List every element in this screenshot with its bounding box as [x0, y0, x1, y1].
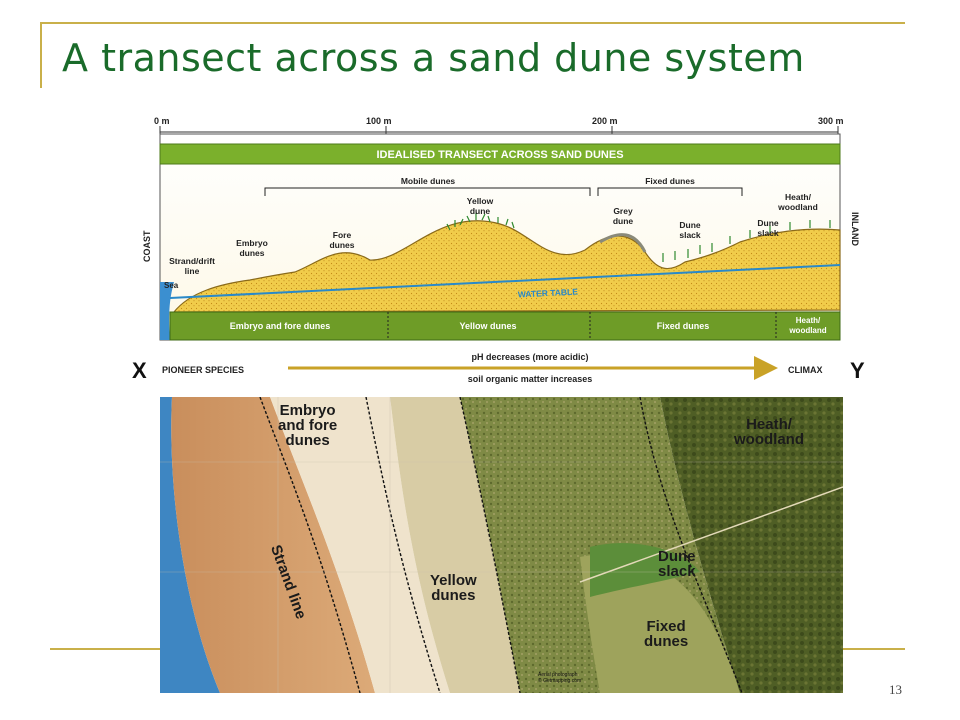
water-table-label: WATER TABLE — [518, 287, 579, 300]
photo-slack-label: Dune slack — [658, 549, 696, 579]
organic-label: soil organic matter increases — [468, 374, 593, 384]
strand-label-2: line — [185, 266, 200, 276]
tick-100m: 100 m — [366, 116, 392, 126]
fixed-dunes-label: Fixed dunes — [645, 176, 695, 186]
zone-embryo: Embryo and fore dunes — [230, 321, 331, 331]
heath-label-1: Heath/ — [785, 192, 812, 202]
mobile-dunes-label: Mobile dunes — [401, 176, 456, 186]
slack2-label-2: slack — [757, 228, 779, 238]
tick-200m: 200 m — [592, 116, 618, 126]
zone-heath-2: woodland — [788, 326, 826, 335]
photo-credit-line-1: Aerial photograph — [538, 672, 578, 678]
photo-fixed-label: Fixed dunes — [644, 619, 688, 649]
header-bar — [159, 143, 841, 165]
zone-yellow: Yellow dunes — [459, 321, 516, 331]
photo-yellow-label: Yellow dunes — [430, 573, 477, 603]
photo-fixed-line-2: dunes — [644, 633, 689, 650]
sea-label: Sea — [164, 281, 179, 290]
photo-yellow-zone — [390, 397, 520, 693]
y-marker: Y — [850, 358, 865, 383]
strand-label-1: Strand/drift — [169, 256, 215, 266]
left-rule — [40, 22, 42, 88]
photo-yellow-line-1: Yellow — [430, 572, 477, 589]
zone-bar — [169, 311, 841, 341]
photo-embryo-zone — [270, 397, 450, 693]
slide-number: 13 — [889, 682, 902, 697]
photo-sea — [160, 397, 220, 693]
bottom-rule-left — [50, 648, 160, 650]
distance-scale: 0 m 100 m 200 m 300 m — [154, 116, 844, 134]
photo-heath-line-1: Heath/ — [746, 416, 792, 433]
photo-credit: Aerial photograph © Getmapping.com — [538, 672, 582, 684]
water-table-line — [169, 264, 841, 299]
aerial-photo: Embryo and fore dunes Strand line Yellow… — [160, 397, 843, 693]
yellow-label-1: Yellow — [467, 196, 494, 206]
photo-fixed-line-1: Fixed — [646, 618, 686, 635]
pioneer-label: PIONEER SPECIES — [162, 365, 244, 375]
photo-heath-line-2: woodland — [734, 431, 804, 448]
zone-fixed: Fixed dunes — [657, 321, 710, 331]
photo-embryo-line-2: and fore — [278, 417, 338, 434]
photo-slack — [590, 543, 700, 597]
embryo-label-1: Embryo — [236, 238, 268, 248]
fore-label-2: dunes — [329, 240, 354, 250]
transect-diagram: 0 m 100 m 200 m 300 m IDEALISED TRANSECT… — [130, 112, 870, 392]
slack2-label-1: Dune — [757, 218, 779, 228]
sea-area — [160, 282, 174, 340]
fore-label-1: Fore — [333, 230, 352, 240]
vegetation-marks — [446, 213, 831, 262]
yellow-label-2: dune — [470, 206, 491, 216]
grey-label-2: dune — [613, 216, 634, 226]
photo-embryo-line-3: dunes — [285, 432, 330, 449]
header-title: IDEALISED TRANSECT ACROSS SAND DUNES — [376, 149, 623, 161]
heath-label-2: woodland — [777, 202, 818, 212]
photo-embryo-label: Embryo and fore dunes — [278, 403, 337, 448]
inland-label: INLAND — [850, 212, 860, 246]
zone-heath-1: Heath/ — [796, 316, 821, 325]
photo-credit-line-2: © Getmapping.com — [538, 677, 582, 684]
coast-label: COAST — [142, 230, 152, 262]
photo-slack-line-1: Dune — [658, 548, 696, 565]
bottom-rule-right — [843, 648, 905, 650]
x-marker: X — [132, 358, 147, 383]
climax-label: CLIMAX — [788, 365, 823, 375]
grey-label-1: Grey — [613, 206, 633, 216]
top-rule — [40, 22, 905, 24]
slack-label-2: slack — [679, 230, 701, 240]
photo-yellow-line-2: dunes — [431, 587, 476, 604]
photo-slack-line-2: slack — [658, 563, 696, 580]
photo-heath-label: Heath/ woodland — [734, 417, 804, 447]
embryo-label-2: dunes — [239, 248, 264, 258]
photo-embryo-line-1: Embryo — [279, 402, 336, 419]
photo-beach — [171, 397, 375, 693]
slide-title: A transect across a sand dune system — [62, 36, 805, 80]
tick-300m: 300 m — [818, 116, 844, 126]
zone-boundaries — [259, 397, 743, 693]
photo-heath-zone — [660, 397, 843, 693]
ph-label: pH decreases (more acidic) — [471, 352, 588, 362]
tick-0m: 0 m — [154, 116, 170, 126]
slack-label-1: Dune — [679, 220, 701, 230]
